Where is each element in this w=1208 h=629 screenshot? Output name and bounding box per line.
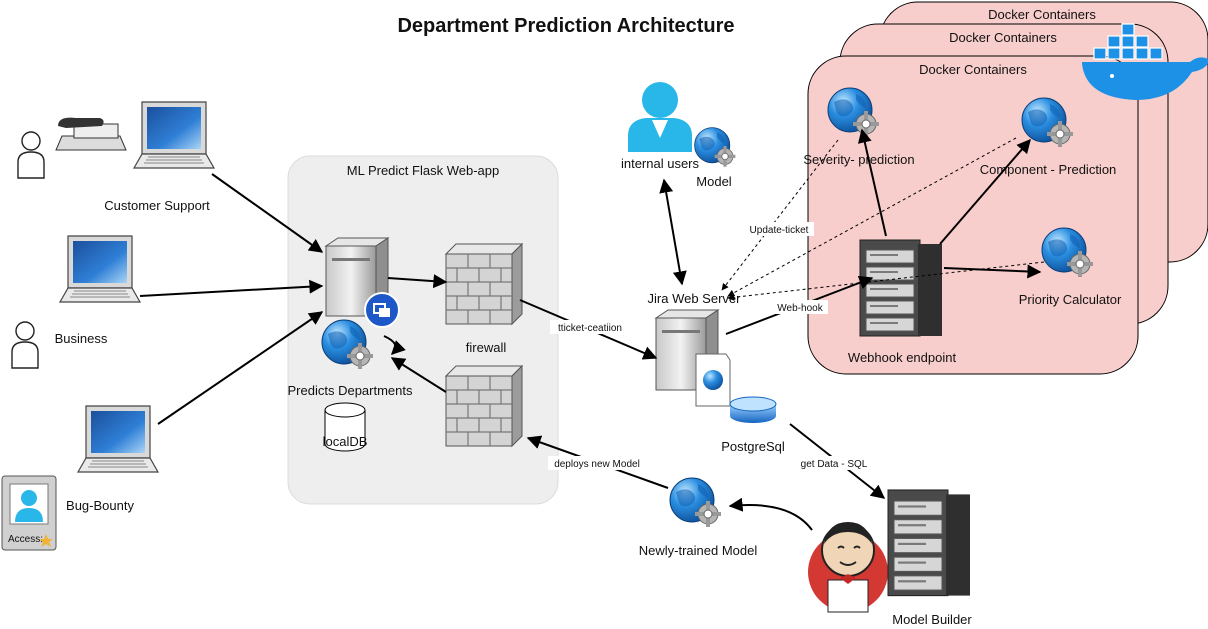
- bug-bounty-label: Bug-Bounty: [66, 498, 134, 513]
- local-db-label: localDB: [323, 434, 368, 449]
- local-db-icon: [324, 402, 366, 452]
- edge-severity-update: [721, 139, 839, 291]
- jira-server-icon: [654, 309, 731, 407]
- id-badge-icon: Access:: [1, 475, 57, 551]
- web-hook-label: Web-hook: [777, 303, 823, 314]
- edge-webhook-to-severity: [857, 128, 887, 237]
- edge-builder-to-model: [728, 497, 813, 531]
- web-hook-label-bg: [772, 300, 828, 314]
- docker-back1-label: Docker Containers: [949, 30, 1057, 45]
- business-label: Business: [55, 331, 108, 346]
- model-builder-server-icon: [887, 489, 971, 597]
- get-data-label-bg: [794, 456, 874, 470]
- predicts-departments-label: Predicts Departments: [288, 383, 413, 398]
- edge-component-update: [727, 137, 1017, 297]
- flask-server-icon: [324, 237, 400, 328]
- get-data-sql-label: get Data - SQL: [801, 459, 868, 470]
- customer-support-person-icon: [17, 131, 45, 179]
- model-globe-icon: [694, 127, 736, 168]
- update-ticket-label-bg: [744, 222, 814, 236]
- deploys-label-bg: [548, 456, 646, 470]
- business-laptop-icon: [59, 235, 141, 303]
- diagram-title: Department Prediction Architecture: [397, 15, 734, 37]
- bug-bounty-laptop-icon: [77, 405, 159, 473]
- ticket-creation-label-bg: [550, 320, 630, 334]
- badge-access-text: Access:: [8, 534, 43, 545]
- model-builder-label: Model Builder: [892, 612, 972, 627]
- self-loop-arrow: [383, 335, 406, 355]
- edge-webhook-to-component: [939, 138, 1031, 245]
- deploys-new-model-label: deploys new Model: [554, 459, 640, 470]
- internal-users-user-icon: [628, 82, 692, 152]
- flask-app-label: ML Predict Flask Web-app: [347, 163, 499, 178]
- model-label: Model: [696, 174, 732, 189]
- customer-support-label: Customer Support: [104, 198, 210, 213]
- update-ticket-label: Update-ticket: [750, 225, 809, 236]
- webhook-endpoint-label: Webhook endpoint: [848, 350, 957, 365]
- edge-customer-to-flask: [211, 173, 324, 253]
- internal-users-label: internal users: [621, 156, 700, 171]
- webhook-endpoint-server-icon: [859, 239, 943, 337]
- docker-whale-icon: [1082, 23, 1208, 100]
- edge-users-jira: [659, 178, 687, 286]
- component-prediction-label: Component - Prediction: [980, 162, 1117, 177]
- newly-trained-model-label: Newly-trained Model: [639, 543, 758, 558]
- edge-flask-to-firewall: [387, 274, 448, 289]
- severity-prediction-label: Severity- prediction: [803, 152, 914, 167]
- jira-web-server-label: Jira Web Server: [648, 291, 742, 306]
- priority-calculator-label: Priority Calculator: [1019, 292, 1122, 307]
- postgresql-database-icon: [729, 396, 777, 423]
- desk-phone-icon: [55, 117, 127, 151]
- ticket-creation-label: tticket-ceatiion: [558, 323, 622, 334]
- edge-webhook-to-priority: [943, 264, 1042, 279]
- edge-business-to-flask: [139, 279, 324, 297]
- edge-priority-update: [727, 261, 1045, 301]
- firewall-bottom-icon: [445, 365, 523, 447]
- jenkins-icon: [808, 522, 888, 613]
- business-person-icon: [11, 321, 39, 369]
- customer-support-laptop-icon: [133, 101, 215, 169]
- docker-back2-label: Docker Containers: [988, 7, 1096, 22]
- firewall-top-icon: [445, 243, 523, 325]
- edge-bugbounty-to-flask: [157, 311, 324, 425]
- edge-firewall-to-predict: [390, 357, 447, 393]
- dashed-edges: [721, 137, 1045, 301]
- docker-front-label: Docker Containers: [919, 62, 1027, 77]
- newly-trained-model-globe-icon: [669, 477, 722, 528]
- postgresql-label: PostgreSql: [721, 439, 785, 454]
- firewall-label: firewall: [466, 340, 507, 355]
